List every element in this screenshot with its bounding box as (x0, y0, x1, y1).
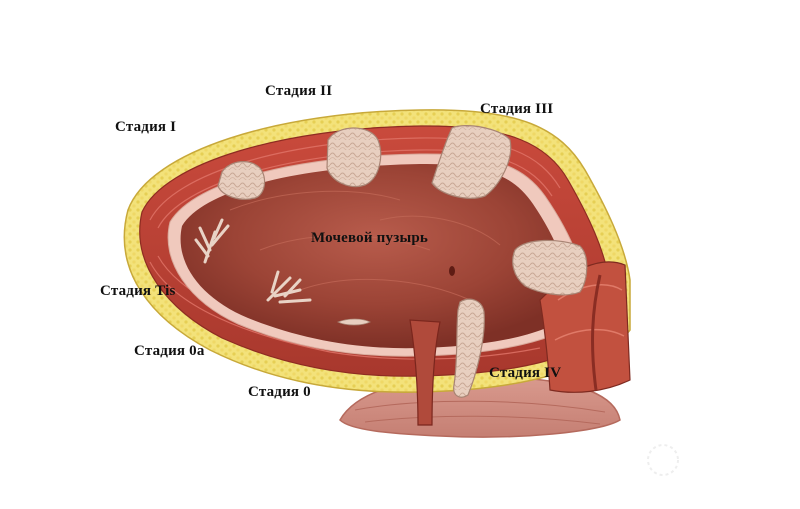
label-stage-1: Стадия I (115, 119, 177, 135)
tumor-stage-1 (217, 161, 266, 200)
tumor-stage-4 (512, 239, 588, 296)
tumor-stage-0a-fronds (266, 270, 312, 304)
label-stage-tis: Стадия Tis (100, 283, 176, 299)
watermark-logo (647, 444, 679, 476)
label-stage-0a: Стадия 0a (134, 343, 205, 359)
label-stage-4: Стадия IV (489, 365, 562, 381)
tumor-stage-0 (453, 298, 485, 398)
label-bladder: Мочевой пузырь (311, 230, 429, 246)
label-stage-2: Стадия II (265, 83, 333, 99)
label-stage-0: Стадия 0 (248, 384, 311, 400)
label-stage-3: Стадия III (480, 101, 554, 117)
tumor-flat-lesion (337, 318, 371, 326)
tumor-stage-2 (326, 127, 382, 188)
tumor-stage-3 (431, 125, 512, 199)
mucosa-folds (229, 190, 501, 301)
ureter-orifice (449, 266, 455, 276)
urethra (409, 319, 441, 426)
tumor-stage-tis-fronds (194, 218, 230, 264)
